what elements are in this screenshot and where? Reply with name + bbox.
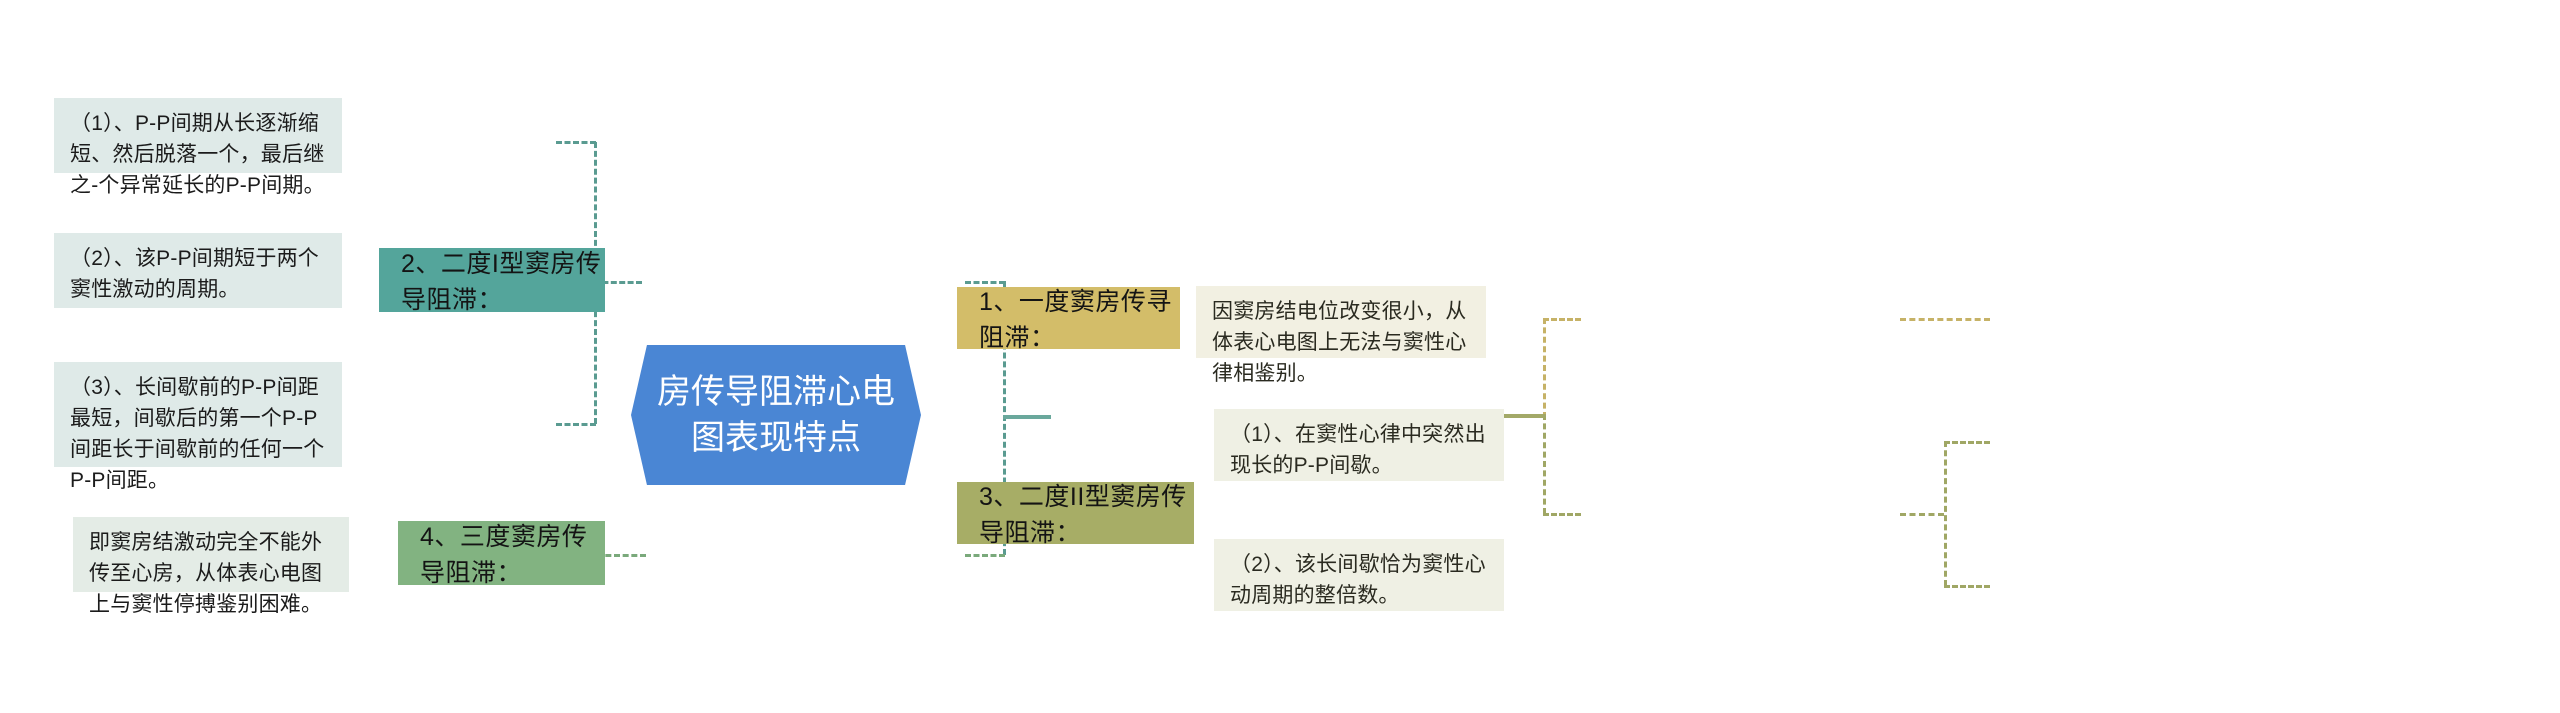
branch-text: 3、二度II型窦房传导阻滞：	[979, 483, 1187, 547]
connector-right-branch3-spine	[1944, 441, 1947, 586]
leaf-box-left-2-2[interactable]: （2）、该P-P间期短于两个窦性激动的周期。	[54, 233, 342, 308]
center-title: 房传导阻滞心电图表现特点	[657, 373, 895, 457]
connector-right-spine-main-lower	[1543, 414, 1546, 514]
leaf-text: （1）、P-P间期从长逐渐缩短、然后脱落一个，最后继之-个异常延长的P-P间期。	[70, 112, 325, 197]
connector-branch2-in	[594, 281, 642, 284]
branch-label-right-3[interactable]: 3、二度II型窦房传导阻滞：	[957, 482, 1194, 547]
leaf-box-right-1-1[interactable]: 因窦房结电位改变很小，从体表心电图上无法与窦性心律相鉴别。	[1196, 286, 1486, 385]
connector-branch2-out	[965, 281, 1005, 284]
leaf-text: （1）、在窦性心律中突然出现长的P-P间歇。	[1230, 423, 1486, 477]
connector-branch3-out	[1900, 513, 1944, 516]
leaf-box-right-3-2[interactable]: （2）、该长间歇恰为窦性心动周期的整倍数。	[1214, 539, 1504, 611]
center-node[interactable]: 房传导阻滞心电图表现特点	[631, 345, 921, 485]
branch-text: 2、二度I型窦房传导阻滞：	[401, 250, 602, 314]
connector-leaf-2-1	[556, 141, 596, 144]
connector-right-spine-main	[1543, 318, 1546, 418]
connector-branch1-in	[1543, 318, 1581, 321]
leaf-text: 因窦房结电位改变很小，从体表心电图上无法与窦性心律相鉴别。	[1212, 300, 1467, 385]
leaf-text: （2）、该P-P间期短于两个窦性激动的周期。	[70, 247, 319, 301]
branch-label-left-2[interactable]: 2、二度I型窦房传导阻滞：	[379, 248, 605, 314]
connector-leaf-3-1	[1944, 441, 1990, 444]
leaf-box-left-2-3[interactable]: （3）、长间歇前的P-P间距最短，间歇后的第一个P-P间距长于间歇前的任何一个P…	[54, 362, 342, 492]
leaf-text: 即窦房结激动完全不能外传至心房，从体表心电图上与窦性停搏鉴别困难。	[89, 531, 323, 616]
connector-leaf-3-2	[1944, 585, 1990, 588]
branch-label-right-1[interactable]: 1、一度窦房传寻阻滞：	[957, 287, 1180, 352]
connector-leaf-1-1	[1900, 318, 1990, 321]
leaf-text: （3）、长间歇前的P-P间距最短，间歇后的第一个P-P间距长于间歇前的任何一个P…	[70, 376, 325, 492]
branch-text: 4、三度窦房传导阻滞：	[420, 523, 588, 587]
leaf-box-left-4-1[interactable]: 即窦房结激动完全不能外传至心房，从体表心电图上与窦性停搏鉴别困难。	[73, 517, 349, 616]
connector-hex-left-stub	[1003, 415, 1051, 419]
connector-leaf-2-3	[556, 423, 596, 426]
leaf-box-left-2-1[interactable]: （1）、P-P间期从长逐渐缩短、然后脱落一个，最后继之-个异常延长的P-P间期。	[54, 98, 342, 197]
leaf-text: （2）、该长间歇恰为窦性心动周期的整倍数。	[1230, 553, 1486, 607]
leaf-box-right-3-1[interactable]: （1）、在窦性心律中突然出现长的P-P间歇。	[1214, 409, 1504, 481]
connector-hex-right-stub	[1498, 414, 1546, 418]
branch-label-left-4[interactable]: 4、三度窦房传导阻滞：	[398, 521, 605, 587]
branch-text: 1、一度窦房传寻阻滞：	[979, 288, 1172, 352]
connector-branch4-out	[965, 554, 1005, 557]
connector-branch3-in	[1543, 513, 1581, 516]
